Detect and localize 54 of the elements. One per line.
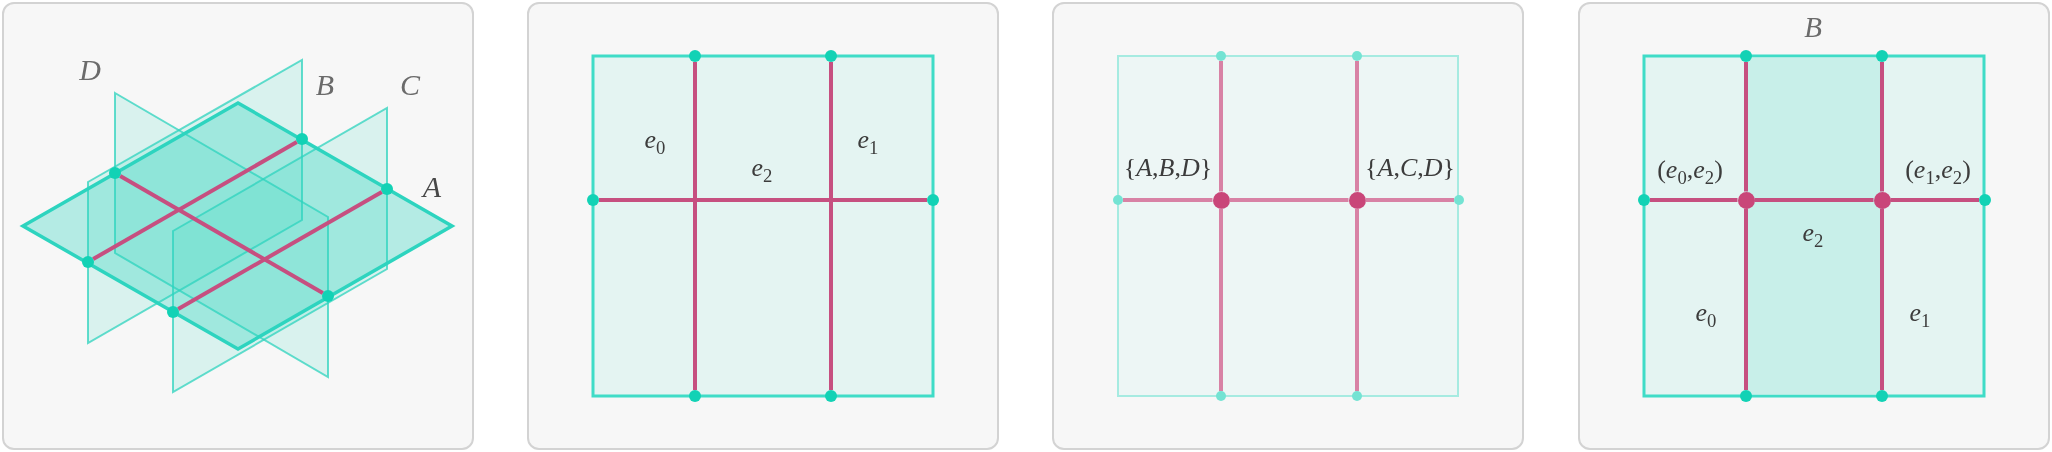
panel-card [1052, 2, 1524, 450]
endpoint-dot [1876, 50, 1888, 62]
endpoint-dot [1113, 195, 1123, 205]
panel-card [1578, 2, 2050, 450]
endpoint-dot [1740, 50, 1752, 62]
plane-label: A [422, 172, 442, 202]
endpoint-dot [381, 183, 393, 195]
intersection-line [1890, 198, 1979, 202]
endpoint-dot [1638, 194, 1650, 206]
intersection-line [1650, 198, 1738, 202]
vertex-label: {A,B,D} [1123, 155, 1213, 181]
endpoint-dot [1454, 195, 1464, 205]
intersection-line [1219, 208, 1223, 391]
plane-label: C [400, 70, 420, 100]
vertex-label: {A,C,D} [1365, 155, 1455, 181]
intersection-line [693, 62, 697, 390]
intersection-line [1880, 62, 1884, 192]
intersection-line [599, 198, 927, 202]
intersection-line [829, 62, 833, 390]
intersection-line [1880, 208, 1884, 390]
panel-card [2, 2, 474, 450]
intersection-line [1744, 62, 1748, 192]
intersection-line [1355, 208, 1359, 391]
edge-label: e$_{1}$ [1909, 300, 1931, 327]
endpoint-dot [322, 290, 334, 302]
endpoint-dot [587, 194, 599, 206]
endpoint-dot [82, 256, 94, 268]
vertex-label: (e$_{1}$,e$_{2}$) [1905, 157, 1971, 183]
endpoint-dot [109, 167, 121, 179]
edge-label: e$_{0}$ [644, 127, 666, 153]
endpoint-dot [1352, 51, 1362, 61]
endpoint-dot [296, 133, 308, 145]
edge-label: e$_{0}$ [1695, 300, 1717, 327]
vertex-label: (e$_{0}$,e$_{2}$) [1657, 157, 1723, 183]
edge-label: e$_{2}$ [751, 155, 773, 181]
panel-card [527, 2, 999, 450]
intersection-line [1219, 61, 1223, 192]
endpoint-dot [825, 50, 837, 62]
edge-label: e$_{1}$ [857, 127, 879, 153]
intersection-line [1123, 198, 1213, 202]
endpoint-dot [1216, 391, 1226, 401]
endpoint-dot [1216, 51, 1226, 61]
plane-label: B [315, 70, 335, 100]
intersection-line [1355, 61, 1359, 192]
intersection-line [1754, 198, 1874, 202]
region-label: B [1804, 12, 1822, 42]
intersection-line [1229, 198, 1349, 202]
intersection-line [1365, 198, 1454, 202]
endpoint-dot [1352, 391, 1362, 401]
intersection-line [1744, 208, 1748, 390]
edge-label: e$_{2}$ [1802, 220, 1824, 246]
endpoint-dot [167, 306, 179, 318]
endpoint-dot [689, 50, 701, 62]
plane-label: D [79, 55, 101, 85]
